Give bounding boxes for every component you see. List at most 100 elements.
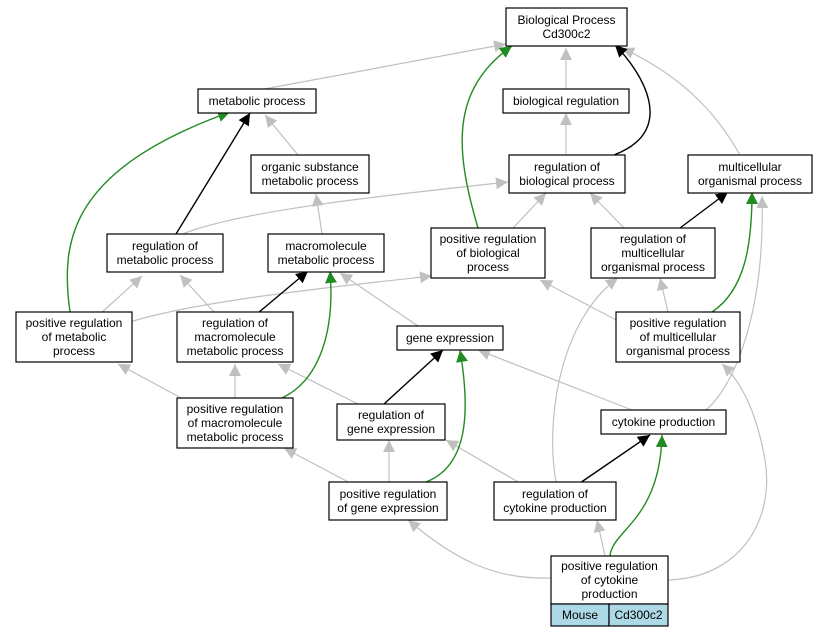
edge-posregcyto-to-regcyto bbox=[593, 519, 606, 557]
edge-regmulti-to-regbio bbox=[589, 192, 625, 229]
node-bioreg[interactable]: biological regulation bbox=[502, 88, 630, 114]
node-posregcyto-box bbox=[550, 555, 669, 605]
node-regmet-label: regulation of bbox=[132, 239, 199, 253]
node-cytoprod-box bbox=[600, 409, 727, 435]
node-reggene-label: regulation of bbox=[358, 408, 425, 422]
node-metabolic-box bbox=[197, 88, 317, 114]
node-posregmulti-label: organismal process bbox=[626, 344, 730, 358]
node-posregmet-label: positive regulation bbox=[26, 316, 123, 330]
node-regmulti-box bbox=[590, 227, 716, 279]
node-macro-box bbox=[267, 233, 385, 273]
edge-regcyto-to-cytoprod bbox=[579, 434, 651, 484]
edge-posregmacro-to-macro bbox=[281, 270, 337, 399]
node-regmacro-box bbox=[176, 311, 294, 363]
edge-posregmacro-to-posregmet bbox=[117, 363, 186, 401]
node-regmulti-label: organismal process bbox=[601, 260, 705, 274]
node-posregbio-box bbox=[430, 227, 546, 279]
node-geneexp-label: gene expression bbox=[406, 331, 494, 345]
gene-tag-box bbox=[608, 603, 669, 627]
node-bp-label: Cd300c2 bbox=[542, 27, 590, 41]
node-regmet-box bbox=[106, 233, 224, 273]
node-posregmacro-label: metabolic process bbox=[187, 430, 284, 444]
edge-cytoprod-to-multi bbox=[705, 195, 769, 411]
node-posreggene-label: of gene expression bbox=[337, 501, 438, 515]
edge-regmacro-to-macro bbox=[257, 270, 309, 314]
node-regbio-label: biological process bbox=[519, 174, 614, 188]
edge-posregcyto-to-cytoprod bbox=[609, 434, 668, 557]
node-regmulti-label: multicellular bbox=[621, 246, 684, 260]
edge-posreggene-to-geneexp bbox=[419, 349, 468, 485]
node-orgsub-label: organic substance bbox=[261, 160, 359, 174]
edge-regmet-to-metabolic bbox=[175, 112, 251, 235]
edge-reggene-to-regmacro bbox=[277, 363, 359, 405]
node-posregbio-label: positive regulation bbox=[440, 232, 537, 246]
node-regmacro-label: macromolecule bbox=[194, 330, 276, 344]
node-posregcyto-label: of cytokine bbox=[581, 573, 639, 587]
edge-posregmet-to-regmet bbox=[99, 275, 143, 315]
node-regcyto-label: regulation of bbox=[522, 487, 589, 501]
node-posregmet-label: process bbox=[53, 344, 95, 358]
edge-posregbio-to-bp bbox=[461, 45, 513, 229]
edge-posregmulti-to-multi bbox=[711, 191, 758, 313]
edge-geneexp-to-macro bbox=[339, 272, 419, 327]
edge-posreggene-to-posregmacro bbox=[283, 447, 353, 485]
edge-posregmet-to-posregbio bbox=[129, 271, 433, 323]
node-orgsub-label: metabolic process bbox=[262, 174, 359, 188]
edge-metabolic-to-bp bbox=[258, 40, 507, 91]
node-reggene-label: gene expression bbox=[347, 422, 435, 436]
node-posregmulti-box bbox=[615, 311, 741, 363]
node-posregbio-label: process bbox=[467, 260, 509, 274]
edge-regbio-to-bp bbox=[613, 44, 651, 156]
edge-posregmulti-to-regmulti bbox=[656, 277, 669, 313]
node-cytoprod-label: cytokine production bbox=[612, 415, 715, 429]
node-regbio-box bbox=[508, 154, 626, 194]
node-bioreg-label: biological regulation bbox=[513, 94, 619, 108]
edge-posregmulti-to-posregbio bbox=[539, 279, 621, 323]
node-posregmacro-label: of macromolecule bbox=[188, 416, 283, 430]
edge-regmacro-to-regmet bbox=[179, 274, 215, 313]
edge-posregcyto-to-posregmulti bbox=[667, 363, 768, 581]
node-metabolic-label: metabolic process bbox=[209, 94, 306, 108]
node-regbio-label: regulation of bbox=[534, 160, 601, 174]
edge-reggene-to-geneexp bbox=[383, 349, 444, 405]
edges bbox=[66, 40, 769, 581]
node-posregmulti-label: positive regulation bbox=[630, 316, 727, 330]
node-posreggene-label: positive regulation bbox=[340, 487, 437, 501]
node-posregmacro-box bbox=[176, 397, 294, 449]
node-regcyto-box bbox=[493, 481, 617, 521]
edge-regmulti-to-multi bbox=[679, 191, 729, 229]
node-posregmet-box bbox=[15, 311, 133, 363]
node-macro-label: macromolecule bbox=[285, 239, 367, 253]
node-bp-box bbox=[505, 7, 628, 47]
node-posregcyto-label: production bbox=[581, 587, 637, 601]
node-regmacro-label: regulation of bbox=[202, 316, 269, 330]
node-metabolic[interactable]: metabolic process bbox=[197, 88, 317, 114]
node-orgsub-box bbox=[250, 154, 370, 194]
node-cytoprod[interactable]: cytokine production bbox=[600, 409, 727, 435]
edge-cytoprod-to-geneexp bbox=[477, 348, 633, 411]
node-geneexp-box bbox=[396, 325, 504, 351]
node-multi-label: multicellular bbox=[718, 160, 781, 174]
species-tag-label: Mouse bbox=[562, 608, 598, 622]
node-geneexp[interactable]: gene expression bbox=[396, 325, 504, 351]
node-regmet-label: metabolic process bbox=[117, 253, 214, 267]
node-posregmet-label: of metabolic bbox=[42, 330, 107, 344]
